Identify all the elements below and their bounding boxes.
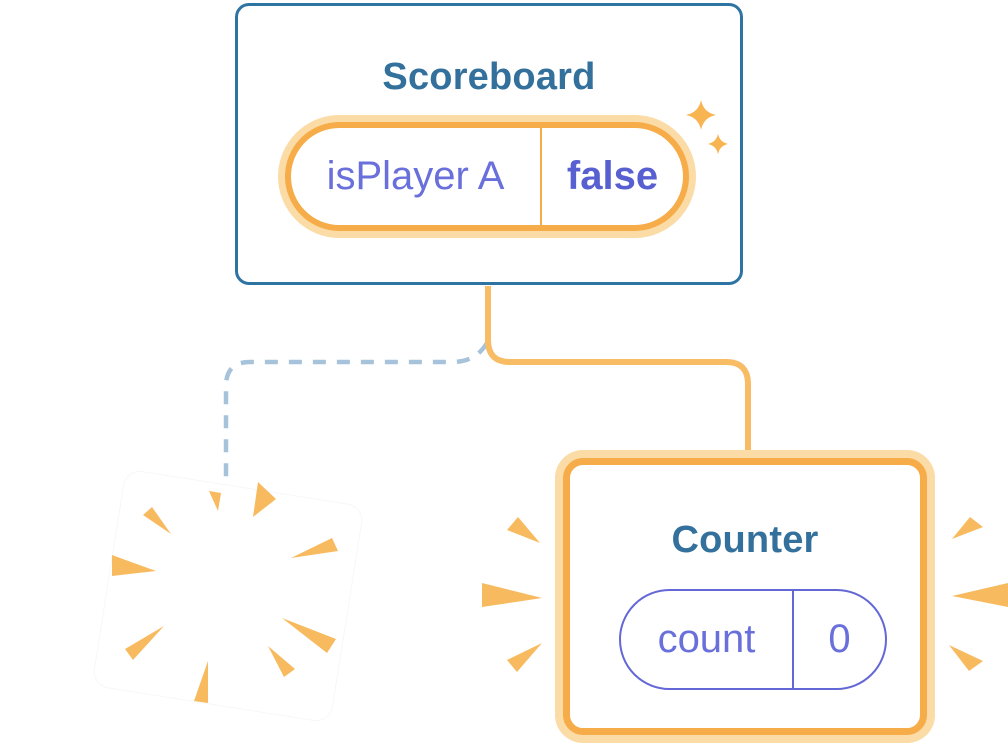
scoreboard-state-value: false (566, 154, 659, 198)
destroyed-card (92, 469, 364, 723)
pill-divider (792, 591, 794, 688)
counter-state-value: 0 (828, 617, 851, 661)
counter-state-key: count (657, 617, 756, 661)
orange-connector-line (485, 286, 751, 452)
scoreboard-card: Scoreboard isPlayer A false (235, 3, 743, 285)
dashed-connector-line (223, 341, 489, 490)
counter-title: Counter (671, 519, 819, 561)
scoreboard-state-pill: isPlayer A false (285, 122, 689, 231)
pill-divider (540, 128, 542, 225)
scoreboard-title: Scoreboard (382, 56, 596, 98)
counter-card: Counter count 0 (563, 458, 927, 735)
scoreboard-state-key: isPlayer A (326, 154, 505, 198)
counter-state-pill: count 0 (619, 589, 887, 690)
